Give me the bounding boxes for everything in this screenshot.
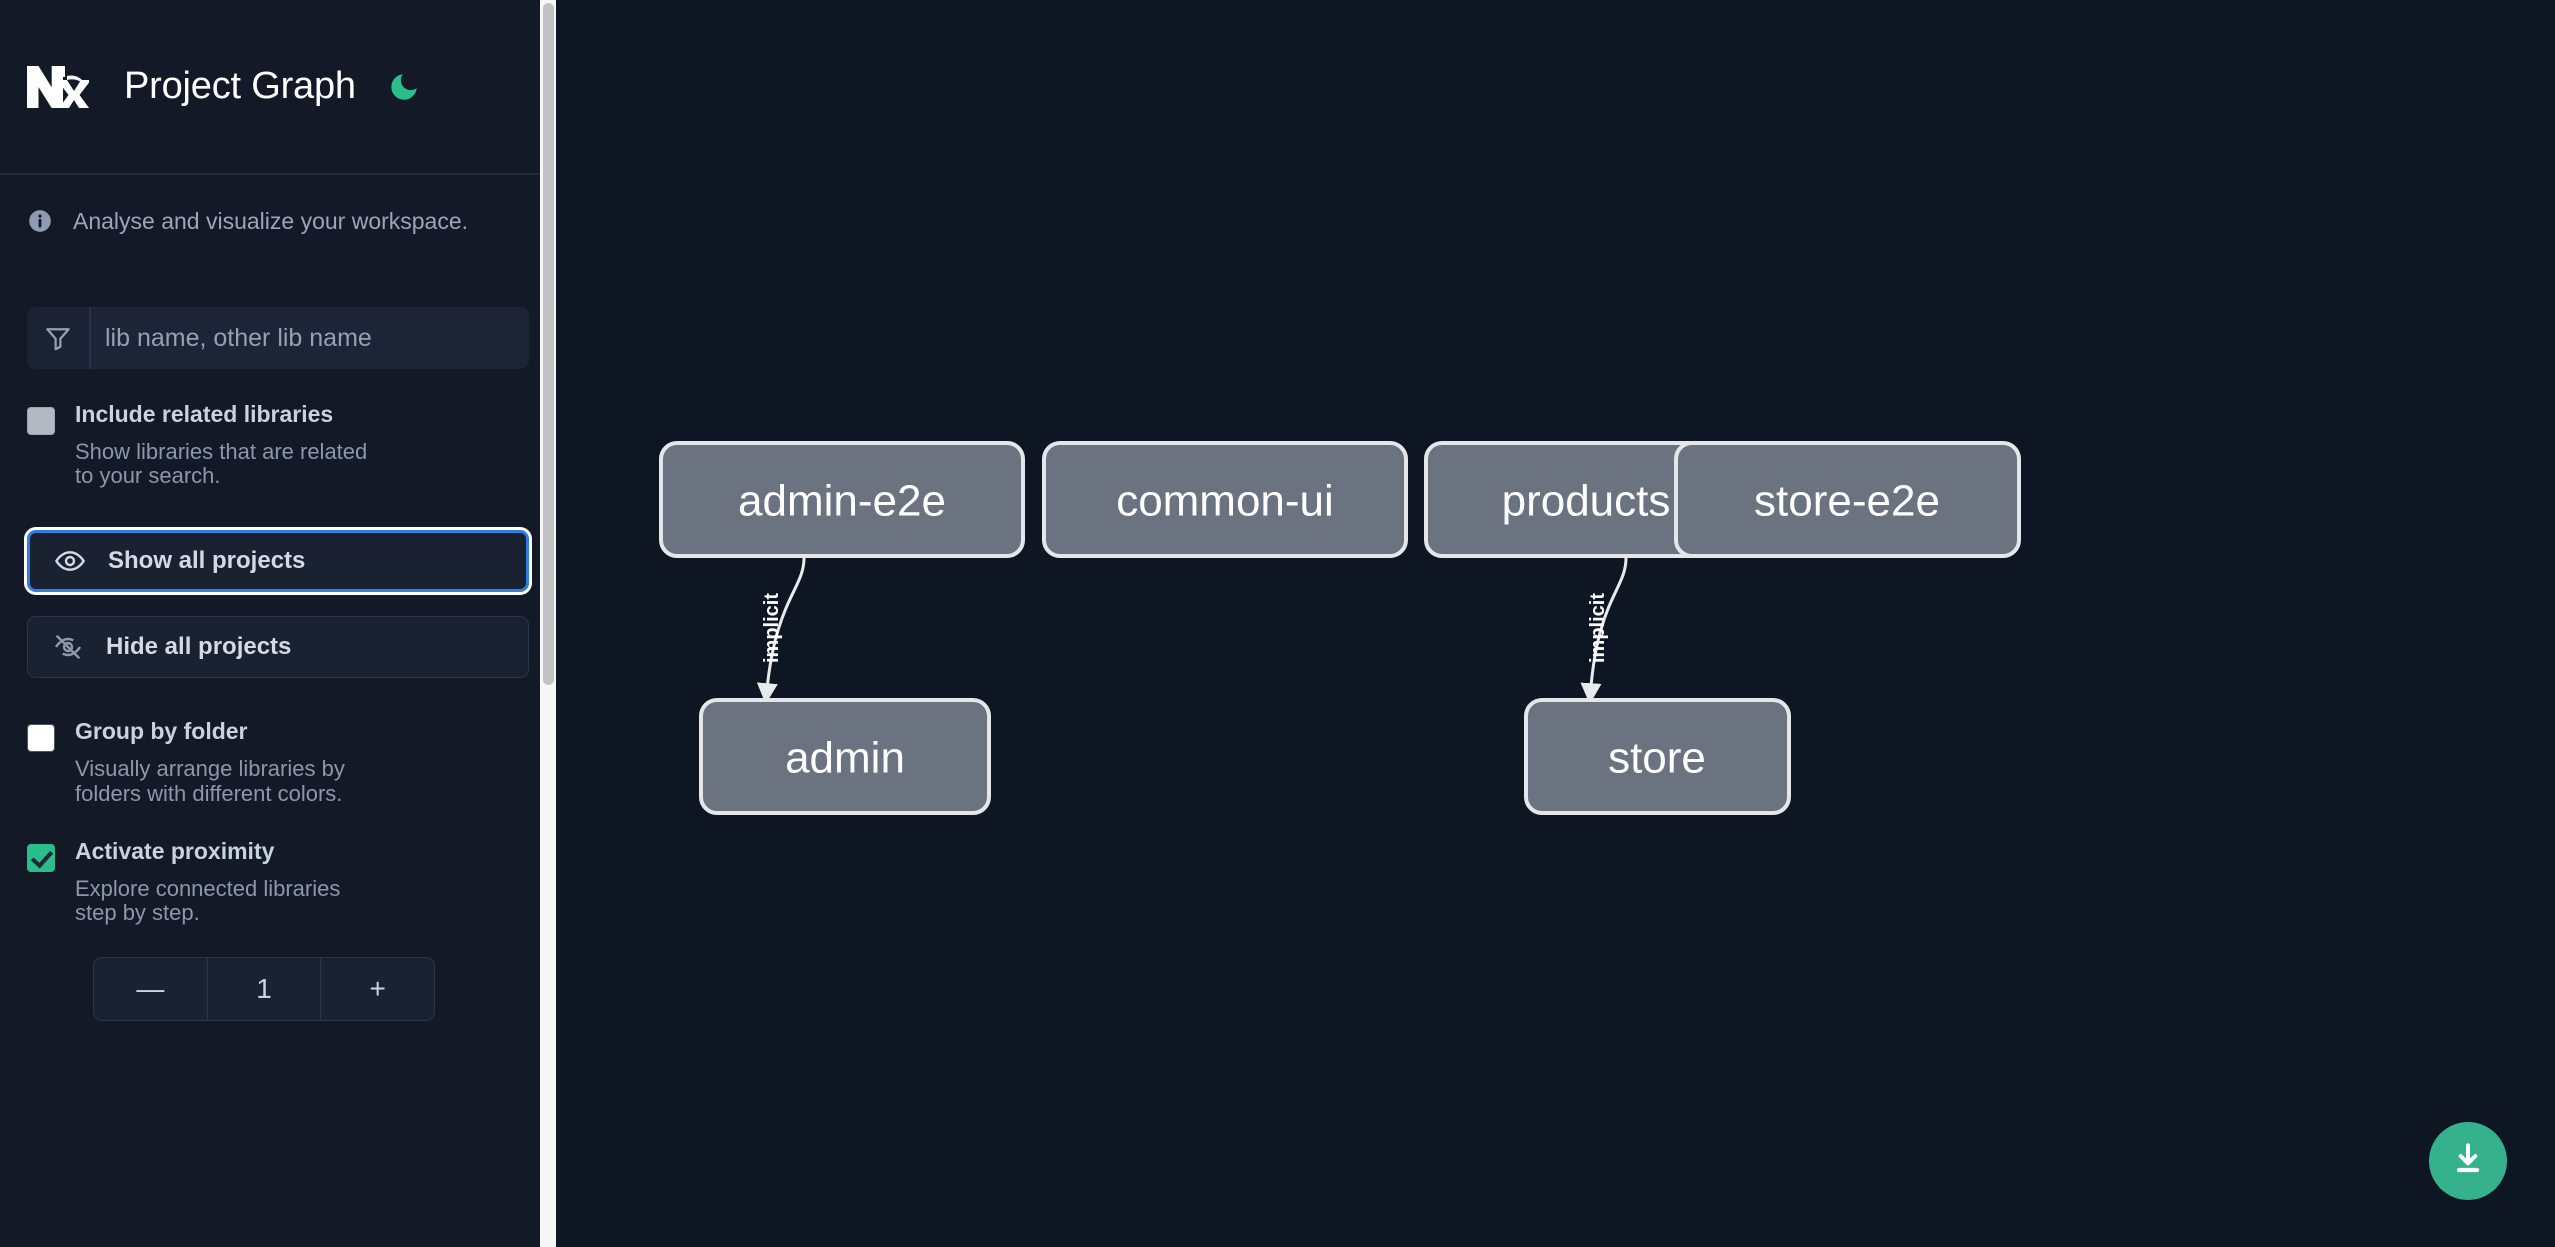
search-input[interactable]	[91, 307, 529, 369]
edge-label-implicit-admin: implicit	[761, 593, 783, 663]
eye-icon	[54, 545, 86, 577]
graph-edge-labels: implicit implicit	[761, 593, 1609, 663]
page-title: Project Graph	[124, 65, 356, 107]
graph-node-label-products: products	[1502, 477, 1671, 526]
moon-icon[interactable]	[384, 67, 424, 107]
tagline: Analyse and visualize your workspace.	[0, 175, 556, 267]
graph-nodes: admin-e2e common-ui products store-e2e a	[659, 441, 2021, 815]
graph-node-common-ui[interactable]: common-ui	[1042, 441, 1408, 558]
group-by-folder-label: Group by folder	[75, 718, 248, 745]
graph-node-store-e2e[interactable]: store-e2e	[1674, 441, 2021, 558]
include-related-libraries-description: Show libraries that are related to your …	[75, 439, 368, 489]
activate-proximity-checkbox[interactable]	[27, 843, 55, 872]
tagline-text: Analyse and visualize your workspace.	[73, 207, 469, 234]
graph-node-label-store: store	[1608, 734, 1706, 783]
eye-off-icon	[52, 631, 84, 663]
nx-logo-icon	[27, 62, 89, 112]
sidebar-panel: Include related libraries Show libraries…	[0, 307, 556, 1022]
option-activate-proximity[interactable]: Activate proximity Explore connected lib…	[27, 837, 529, 925]
graph-node-store[interactable]: store	[1524, 698, 1791, 815]
edge-admin-e2e-to-admin[interactable]	[756, 557, 806, 705]
option-include-related-libraries[interactable]: Include related libraries Show libraries…	[27, 403, 529, 488]
activate-proximity-description: Explore connected libraries step by step…	[75, 875, 341, 925]
sidebar-scrollbar-thumb[interactable]	[543, 3, 554, 685]
graph-canvas[interactable]: implicit implicit admin-e2e common-ui pr…	[556, 0, 2555, 1247]
stepper-decrement-button[interactable]: —	[136, 973, 165, 1005]
graph-node-label-common-ui: common-ui	[1116, 477, 1334, 526]
graph-node-label-store-e2e: store-e2e	[1754, 477, 1940, 526]
hide-all-projects-label: Hide all projects	[106, 633, 292, 661]
include-related-libraries-checkbox[interactable]	[27, 407, 55, 435]
edge-store-e2e-to-store[interactable]	[1580, 557, 1628, 705]
graph-node-label-admin: admin	[785, 734, 905, 783]
download-graph-button[interactable]	[2429, 1122, 2507, 1200]
graph-node-admin[interactable]: admin	[699, 698, 991, 815]
option-group-by-folder[interactable]: Group by folder Visually arrange librari…	[27, 720, 529, 805]
group-by-folder-description: Visually arrange libraries by folders wi…	[75, 756, 345, 806]
graph-node-admin-e2e[interactable]: admin-e2e	[659, 441, 1025, 558]
download-icon	[2448, 1139, 2488, 1184]
group-by-folder-checkbox[interactable]	[27, 724, 55, 753]
stepper-increment-button[interactable]: +	[369, 973, 386, 1005]
graph-edges	[756, 557, 1628, 705]
sidebar-header: Project Graph	[0, 0, 556, 175]
project-graph-svg: implicit implicit admin-e2e common-ui pr…	[659, 441, 2021, 815]
info-icon	[27, 208, 53, 234]
show-all-projects-button[interactable]: Show all projects	[24, 527, 532, 596]
filter-icon	[27, 307, 91, 369]
graph-node-products[interactable]: products	[1424, 441, 1748, 558]
proximity-stepper[interactable]: — 1 +	[93, 957, 435, 1022]
stepper-value: 1	[206, 958, 322, 1021]
edge-label-implicit-store: implicit	[1587, 593, 1609, 663]
include-related-libraries-label: Include related libraries	[75, 401, 334, 427]
search-box[interactable]	[27, 307, 529, 369]
activate-proximity-label: Activate proximity	[75, 837, 275, 864]
hide-all-projects-button[interactable]: Hide all projects	[27, 616, 529, 679]
graph-node-label-admin-e2e: admin-e2e	[738, 477, 946, 526]
sidebar: Project Graph Analyse and visualize your…	[0, 0, 556, 1247]
show-all-projects-label: Show all projects	[108, 547, 306, 575]
